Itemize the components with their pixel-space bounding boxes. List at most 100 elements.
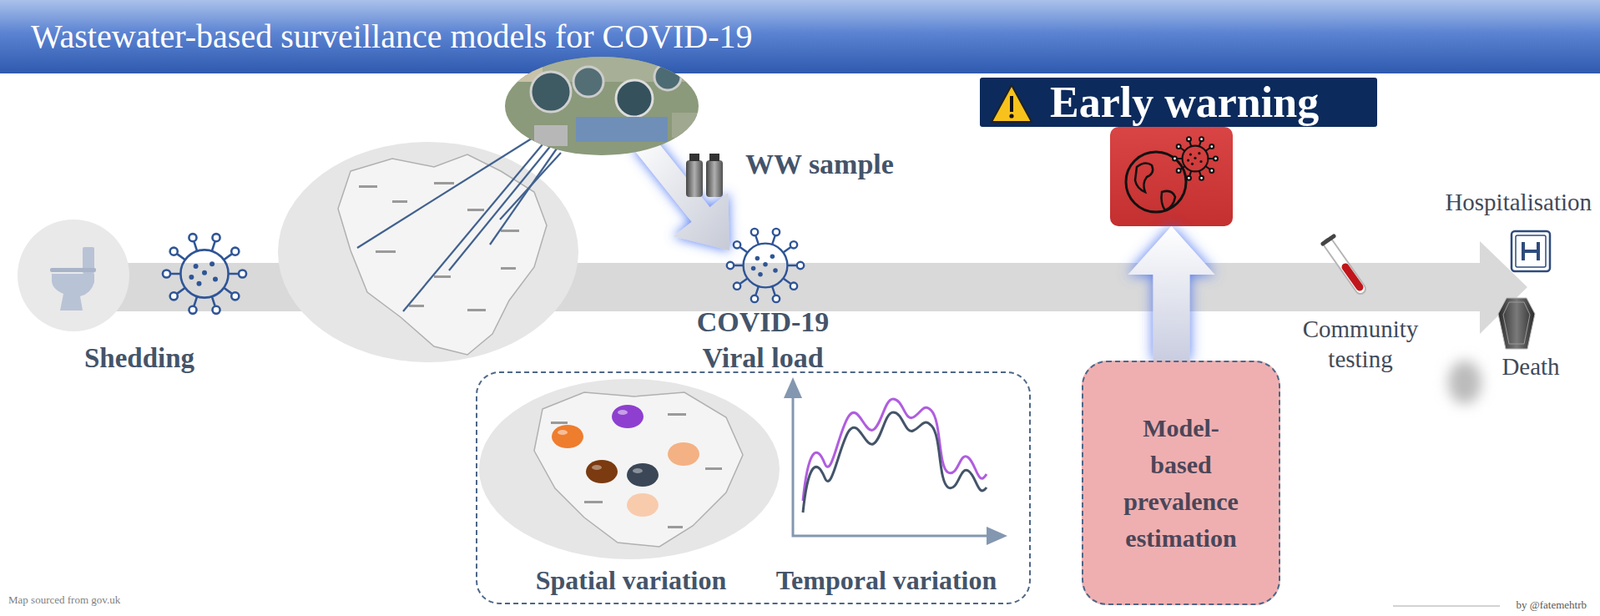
spatial-map xyxy=(617,409,628,415)
treatment-plant-photo xyxy=(573,66,604,97)
title-bar xyxy=(0,0,1600,74)
toilet-icon xyxy=(51,273,95,311)
treatment-plant-photo xyxy=(615,80,653,117)
spatial-map xyxy=(479,378,780,560)
label-wrap: by @fatemehtrb xyxy=(1515,598,1587,612)
variation-panel: Spatial variation Temporal variation xyxy=(475,371,1031,605)
early-warning-banner xyxy=(1009,113,1014,118)
catchment-map xyxy=(467,308,486,312)
sample-arrow xyxy=(633,134,730,251)
time-series-chart xyxy=(986,526,1008,546)
catchment-map xyxy=(277,141,579,363)
coffin-icon xyxy=(1448,360,1482,404)
box-text: Model-based prevalence estimation xyxy=(1114,409,1248,557)
spatial-map xyxy=(585,459,618,484)
catchment-map xyxy=(338,154,547,355)
spatial-map xyxy=(705,467,722,470)
warning-globe-icon xyxy=(1110,126,1233,227)
title-wrap: Wastewater-based surveillance models for… xyxy=(30,0,753,74)
catchment-map xyxy=(500,267,516,270)
catchment-map xyxy=(392,200,408,203)
catchment-map xyxy=(277,141,579,363)
label-text: Shedding xyxy=(84,342,195,374)
spatial-map xyxy=(557,429,568,435)
spatial-map xyxy=(551,424,584,449)
warning-globe-icon xyxy=(1172,136,1218,181)
label-wrap: Map sourced from gov.uk xyxy=(8,593,121,607)
spatial-map xyxy=(479,378,780,560)
sewer-lines xyxy=(449,143,553,271)
treatment-plant-photo xyxy=(654,63,682,91)
sample-bottles xyxy=(689,153,700,162)
coffin-icon xyxy=(1448,297,1535,404)
catchment-map xyxy=(408,304,424,308)
spatial-map xyxy=(626,493,659,517)
treatment-plant-photo xyxy=(500,50,710,159)
early-warning-box: Early warning xyxy=(1110,126,1233,227)
catchment-map xyxy=(434,275,451,278)
catchment-map xyxy=(358,185,378,188)
label-text: COVID-19 Viral load xyxy=(675,303,851,376)
hospital-icon xyxy=(1511,231,1550,272)
sample-bottles xyxy=(709,153,720,162)
virus-icon xyxy=(162,233,247,314)
label-text: Community testing xyxy=(1289,313,1432,374)
label-wrap: COVID-19 Viral load xyxy=(675,303,851,376)
label-wrap: Community testing xyxy=(1289,313,1432,374)
toilet-icon xyxy=(17,219,130,332)
time-series-chart xyxy=(783,377,1008,546)
time-series-chart xyxy=(802,412,987,513)
test-tube-icon xyxy=(1345,267,1360,288)
banner-heading: Early warning xyxy=(1049,77,1319,127)
spatial-map xyxy=(534,392,743,547)
treatment-plant-photo xyxy=(500,50,710,159)
spatial-map xyxy=(611,404,644,429)
hospital-icon xyxy=(1523,242,1539,261)
virus-icon xyxy=(726,228,804,303)
virus-icon xyxy=(726,228,804,303)
early-warning-banner xyxy=(991,85,1032,122)
spatial-map xyxy=(550,421,568,424)
treatment-plant-photo xyxy=(534,125,568,147)
label-wrap: Shedding xyxy=(84,342,195,374)
treatment-plant-photo xyxy=(500,50,710,159)
sample-bottles xyxy=(686,153,723,197)
panel-caption-wrap: Spatial variation xyxy=(535,565,727,596)
early-warning-banner xyxy=(1009,95,1014,112)
early-warning-banner xyxy=(979,77,1378,127)
label-text: Map sourced from gov.uk xyxy=(8,593,121,607)
sewer-lines xyxy=(489,148,557,245)
label-wrap: Death xyxy=(1501,353,1560,380)
estimation-box: Model-based prevalence estimation xyxy=(1081,360,1281,606)
test-tube-icon xyxy=(1322,236,1334,244)
sewer-lines xyxy=(357,132,561,312)
warning-globe-icon xyxy=(1125,151,1187,212)
spatial-map xyxy=(667,442,700,466)
spatial-map xyxy=(667,413,687,416)
virus-icon xyxy=(162,233,247,314)
time-series-chart xyxy=(783,377,803,399)
spatial-map xyxy=(632,468,643,474)
catchment-map xyxy=(375,250,396,253)
test-tube-icon xyxy=(1328,243,1361,289)
catchment-map xyxy=(434,181,455,185)
coffin-icon xyxy=(1503,302,1530,344)
label-text: by @fatemehtrb xyxy=(1515,598,1587,612)
test-tube-icon xyxy=(1322,236,1361,289)
banner-heading-wrap: Early warning xyxy=(1049,77,1319,127)
title-bar xyxy=(0,0,1600,74)
sewer-lines xyxy=(403,139,547,312)
treatment-plant-photo xyxy=(575,116,668,142)
warning-globe-icon xyxy=(1135,162,1153,192)
signature-rule xyxy=(1393,605,1500,607)
sewer-lines xyxy=(499,152,561,220)
time-series-chart xyxy=(792,397,988,536)
sample-arrow xyxy=(633,134,730,251)
treatment-plant-photo xyxy=(671,112,697,138)
spatial-map xyxy=(667,525,683,529)
panel-caption: Temporal variation xyxy=(776,565,998,596)
coffin-icon xyxy=(1498,297,1535,349)
title-text: Wastewater-based surveillance models for… xyxy=(30,0,753,74)
sample-bottles xyxy=(686,160,703,197)
